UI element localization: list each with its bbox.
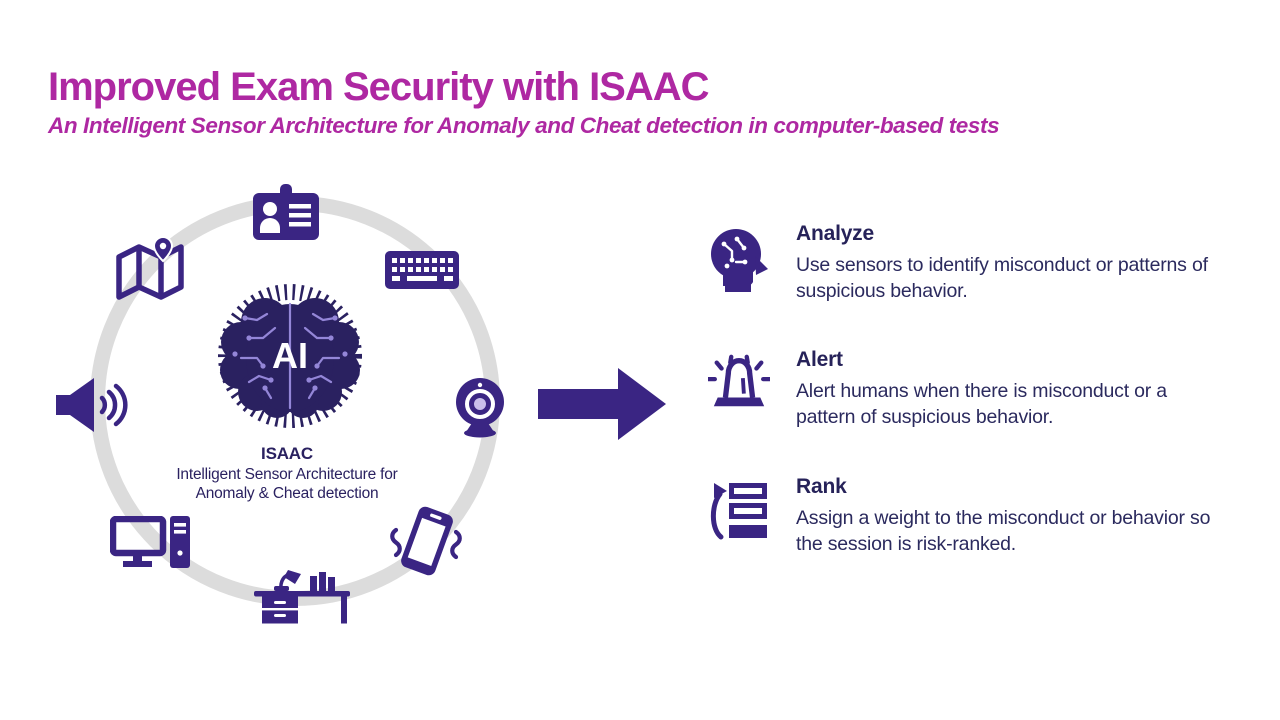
header: Improved Exam Security with ISAAC An Int… xyxy=(48,65,1228,139)
page-subtitle: An Intelligent Sensor Architecture for A… xyxy=(48,113,1000,139)
feature-analyze: Analyze Use sensors to identify miscondu… xyxy=(708,222,1248,304)
feature-rank-description: Assign a weight to the misconduct or beh… xyxy=(796,506,1211,555)
siren-icon xyxy=(708,354,770,412)
feature-alert-description: Alert humans when there is misconduct or… xyxy=(796,380,1167,429)
diagram-caption-title: ISAAC xyxy=(261,444,313,463)
vibrating-phone-icon xyxy=(390,506,462,576)
feature-rank-title: Rank xyxy=(796,474,847,498)
feature-alert-text: Alert Alert humans when there is miscond… xyxy=(796,348,1228,430)
diagram-caption: ISAAC Intelligent Sensor Architecture fo… xyxy=(162,444,412,504)
feature-analyze-title: Analyze xyxy=(796,222,874,245)
keyboard-icon xyxy=(385,251,459,289)
ai-label: AI xyxy=(272,335,308,376)
page-title: Improved Exam Security with ISAAC xyxy=(48,65,710,109)
feature-analyze-text: Analyze Use sensors to identify miscondu… xyxy=(796,222,1228,304)
id-badge-icon xyxy=(253,184,319,240)
head-circuit-icon xyxy=(708,228,770,292)
rank-icon xyxy=(708,481,770,541)
map-location-icon xyxy=(116,237,184,300)
desk-lamp-icon xyxy=(254,570,350,624)
desktop-computer-icon xyxy=(110,516,190,568)
feature-alert: Alert Alert humans when there is miscond… xyxy=(708,348,1248,430)
right-arrow-icon xyxy=(538,368,666,440)
ai-brain-icon: AI xyxy=(218,284,362,428)
feature-rank: Rank Assign a weight to the misconduct o… xyxy=(708,475,1248,557)
webcam-icon xyxy=(456,378,504,438)
feature-list: Analyze Use sensors to identify miscondu… xyxy=(708,222,1248,601)
feature-alert-title: Alert xyxy=(796,348,843,372)
speaker-icon xyxy=(56,378,128,432)
feature-analyze-description: Use sensors to identify misconduct or pa… xyxy=(796,254,1208,303)
diagram-caption-description: Intelligent Sensor Architecture for Anom… xyxy=(176,466,398,502)
feature-rank-text: Rank Assign a weight to the misconduct o… xyxy=(796,475,1228,557)
